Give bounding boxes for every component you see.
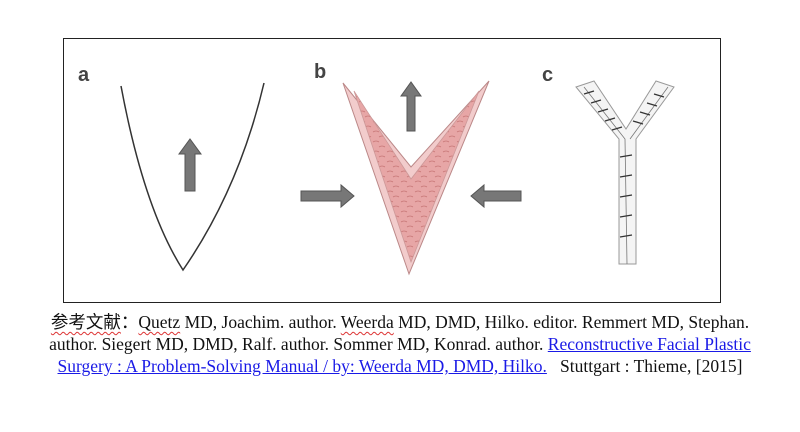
arrow-up-icon <box>400 81 422 132</box>
arrow-up-icon <box>178 138 202 192</box>
panel-label-a: a <box>78 64 90 86</box>
panel-label-c: c <box>542 64 554 86</box>
panel-b-drawing <box>300 80 522 276</box>
reference-prefix: 参考文献 <box>50 312 121 332</box>
flap-diagram <box>120 80 675 276</box>
publisher-text: Stuttgart : Thieme, [2015] <box>560 356 743 376</box>
author-quetz: Quetz <box>138 312 181 332</box>
book-title-link[interactable]: Reconstructive Facial Plastic Surgery : … <box>57 334 751 376</box>
panel-label-b: b <box>314 61 327 83</box>
panel-a-drawing <box>120 82 265 272</box>
caption-text-1: MD, Joachim. author. <box>180 312 341 332</box>
caption-text-2: MD, DMD, Hilko. editor. Remmert MD, Step… <box>49 312 750 354</box>
reference-caption: 参考文献：Quetz MD, Joachim. author. Weerda M… <box>40 311 760 377</box>
arrow-right-icon <box>300 183 355 209</box>
arrow-left-icon <box>470 183 522 209</box>
panel-c-drawing <box>575 80 675 265</box>
colon: ： <box>120 312 139 332</box>
figure-illustration: a b c <box>63 38 721 303</box>
author-weerda: Weerda <box>340 312 394 332</box>
